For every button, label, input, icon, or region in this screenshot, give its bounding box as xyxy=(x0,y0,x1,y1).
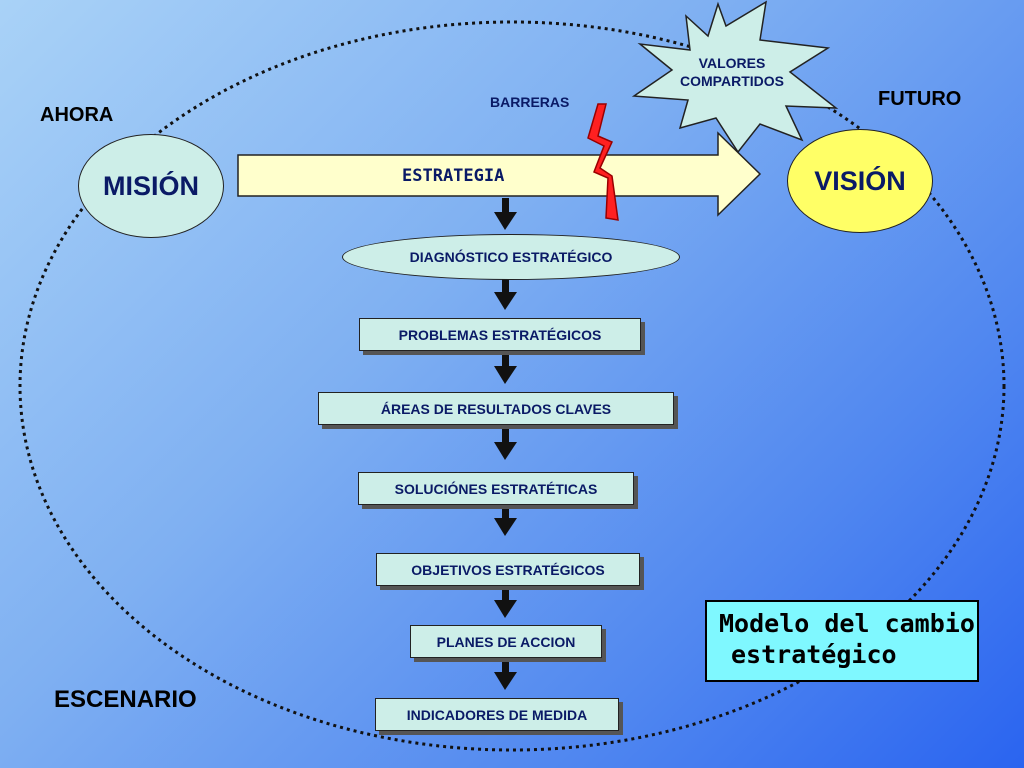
down-arrow xyxy=(494,278,517,310)
diagnostico-oval: DIAGNÓSTICO ESTRATÉGICO xyxy=(342,234,680,280)
planes-box: PLANES DE ACCION xyxy=(410,625,602,658)
down-arrow xyxy=(494,658,517,690)
barrier-lightning xyxy=(587,103,619,221)
mision-oval: MISIÓN xyxy=(78,134,224,238)
objetivos-box: OBJETIVOS ESTRATÉGICOS xyxy=(376,553,640,586)
valores-line2: COMPARTIDOS xyxy=(680,73,784,89)
ahora-label: AHORA xyxy=(40,104,114,126)
estrategia-label: ESTRATEGIA xyxy=(402,166,505,186)
vision-oval: VISIÓN xyxy=(787,129,933,233)
futuro-label: FUTURO xyxy=(878,88,962,110)
areas-box: ÁREAS DE RESULTADOS CLAVES xyxy=(318,392,674,425)
valores-line1: VALORES xyxy=(698,55,766,71)
down-arrow xyxy=(494,198,517,230)
model-title-line1: Modelo del cambio xyxy=(719,609,975,638)
soluciones-box: SOLUCIÓNES ESTRATÉTICAS xyxy=(358,472,634,505)
scenario-boundary xyxy=(18,20,1006,752)
escenario-label: ESCENARIO xyxy=(54,686,197,713)
model-title-box: Modelo del cambio estratégico xyxy=(705,600,979,682)
valores-starburst xyxy=(631,0,839,154)
valores-compartidos-label: VALORES COMPARTIDOS xyxy=(662,54,802,90)
indicadores-box: INDICADORES DE MEDIDA xyxy=(375,698,619,731)
down-arrow xyxy=(494,586,517,618)
down-arrow xyxy=(494,504,517,536)
strategy-arrow xyxy=(237,131,762,217)
problemas-box: PROBLEMAS ESTRATÉGICOS xyxy=(359,318,641,351)
flow-arrows xyxy=(494,198,517,690)
down-arrow xyxy=(494,426,517,460)
down-arrow xyxy=(494,352,517,384)
model-title-line2: estratégico xyxy=(731,640,897,670)
barreras-label: BARRERAS xyxy=(490,94,570,110)
